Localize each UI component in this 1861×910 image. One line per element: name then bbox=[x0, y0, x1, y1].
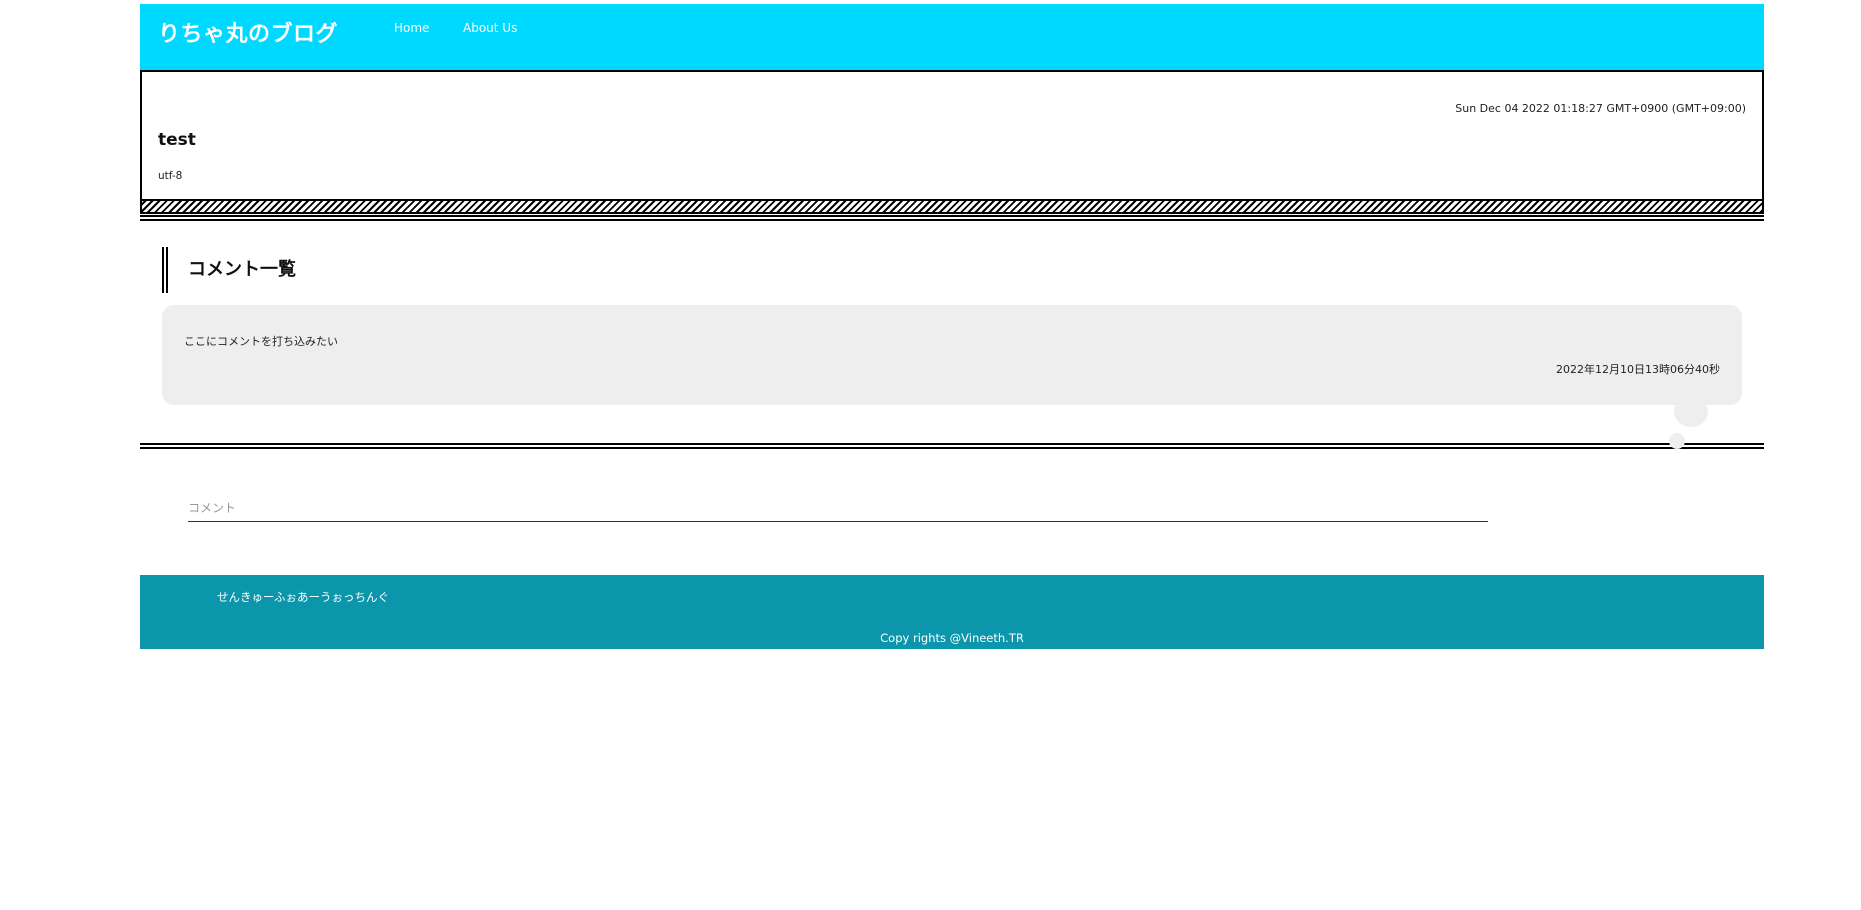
article-date: Sun Dec 04 2022 01:18:27 GMT+0900 (GMT+0… bbox=[1455, 102, 1746, 115]
comment-input[interactable] bbox=[188, 495, 1488, 522]
page: りちゃ丸のブログ Home About Us Sun Dec 04 2022 0… bbox=[140, 4, 1764, 649]
comments-heading: コメント一覧 bbox=[162, 247, 296, 293]
double-divider bbox=[140, 443, 1764, 449]
site-title[interactable]: りちゃ丸のブログ bbox=[158, 22, 339, 47]
footer-tagline: せんきゅーふぉあーうぉっちんぐ bbox=[217, 590, 390, 604]
bubble-tail-large bbox=[1674, 397, 1708, 427]
comment-form bbox=[140, 449, 1764, 575]
nav-about-link[interactable]: About Us bbox=[463, 21, 518, 35]
article-title: test bbox=[158, 130, 196, 150]
comment-bubble: ここにコメントを打ち込みたい 2022年12月10日13時06分40秒 bbox=[162, 305, 1742, 405]
footer-copyright: Copy rights @Vineeth.TR bbox=[880, 631, 1024, 645]
article-card: Sun Dec 04 2022 01:18:27 GMT+0900 (GMT+0… bbox=[140, 70, 1764, 214]
hatched-divider bbox=[142, 199, 1762, 212]
comments-section: コメント一覧 ここにコメントを打ち込みたい 2022年12月10日13時06分4… bbox=[140, 221, 1764, 449]
site-footer: せんきゅーふぉあーうぉっちんぐ Copy rights @Vineeth.TR bbox=[140, 575, 1764, 649]
site-header: りちゃ丸のブログ Home About Us bbox=[140, 4, 1764, 70]
article-body: utf-8 bbox=[158, 170, 183, 182]
comment-timestamp: 2022年12月10日13時06分40秒 bbox=[1556, 363, 1720, 376]
nav-home-link[interactable]: Home bbox=[394, 21, 430, 35]
bubble-tail-small bbox=[1669, 433, 1685, 449]
comment-text: ここにコメントを打ち込みたい bbox=[184, 335, 338, 348]
double-divider bbox=[140, 215, 1764, 221]
